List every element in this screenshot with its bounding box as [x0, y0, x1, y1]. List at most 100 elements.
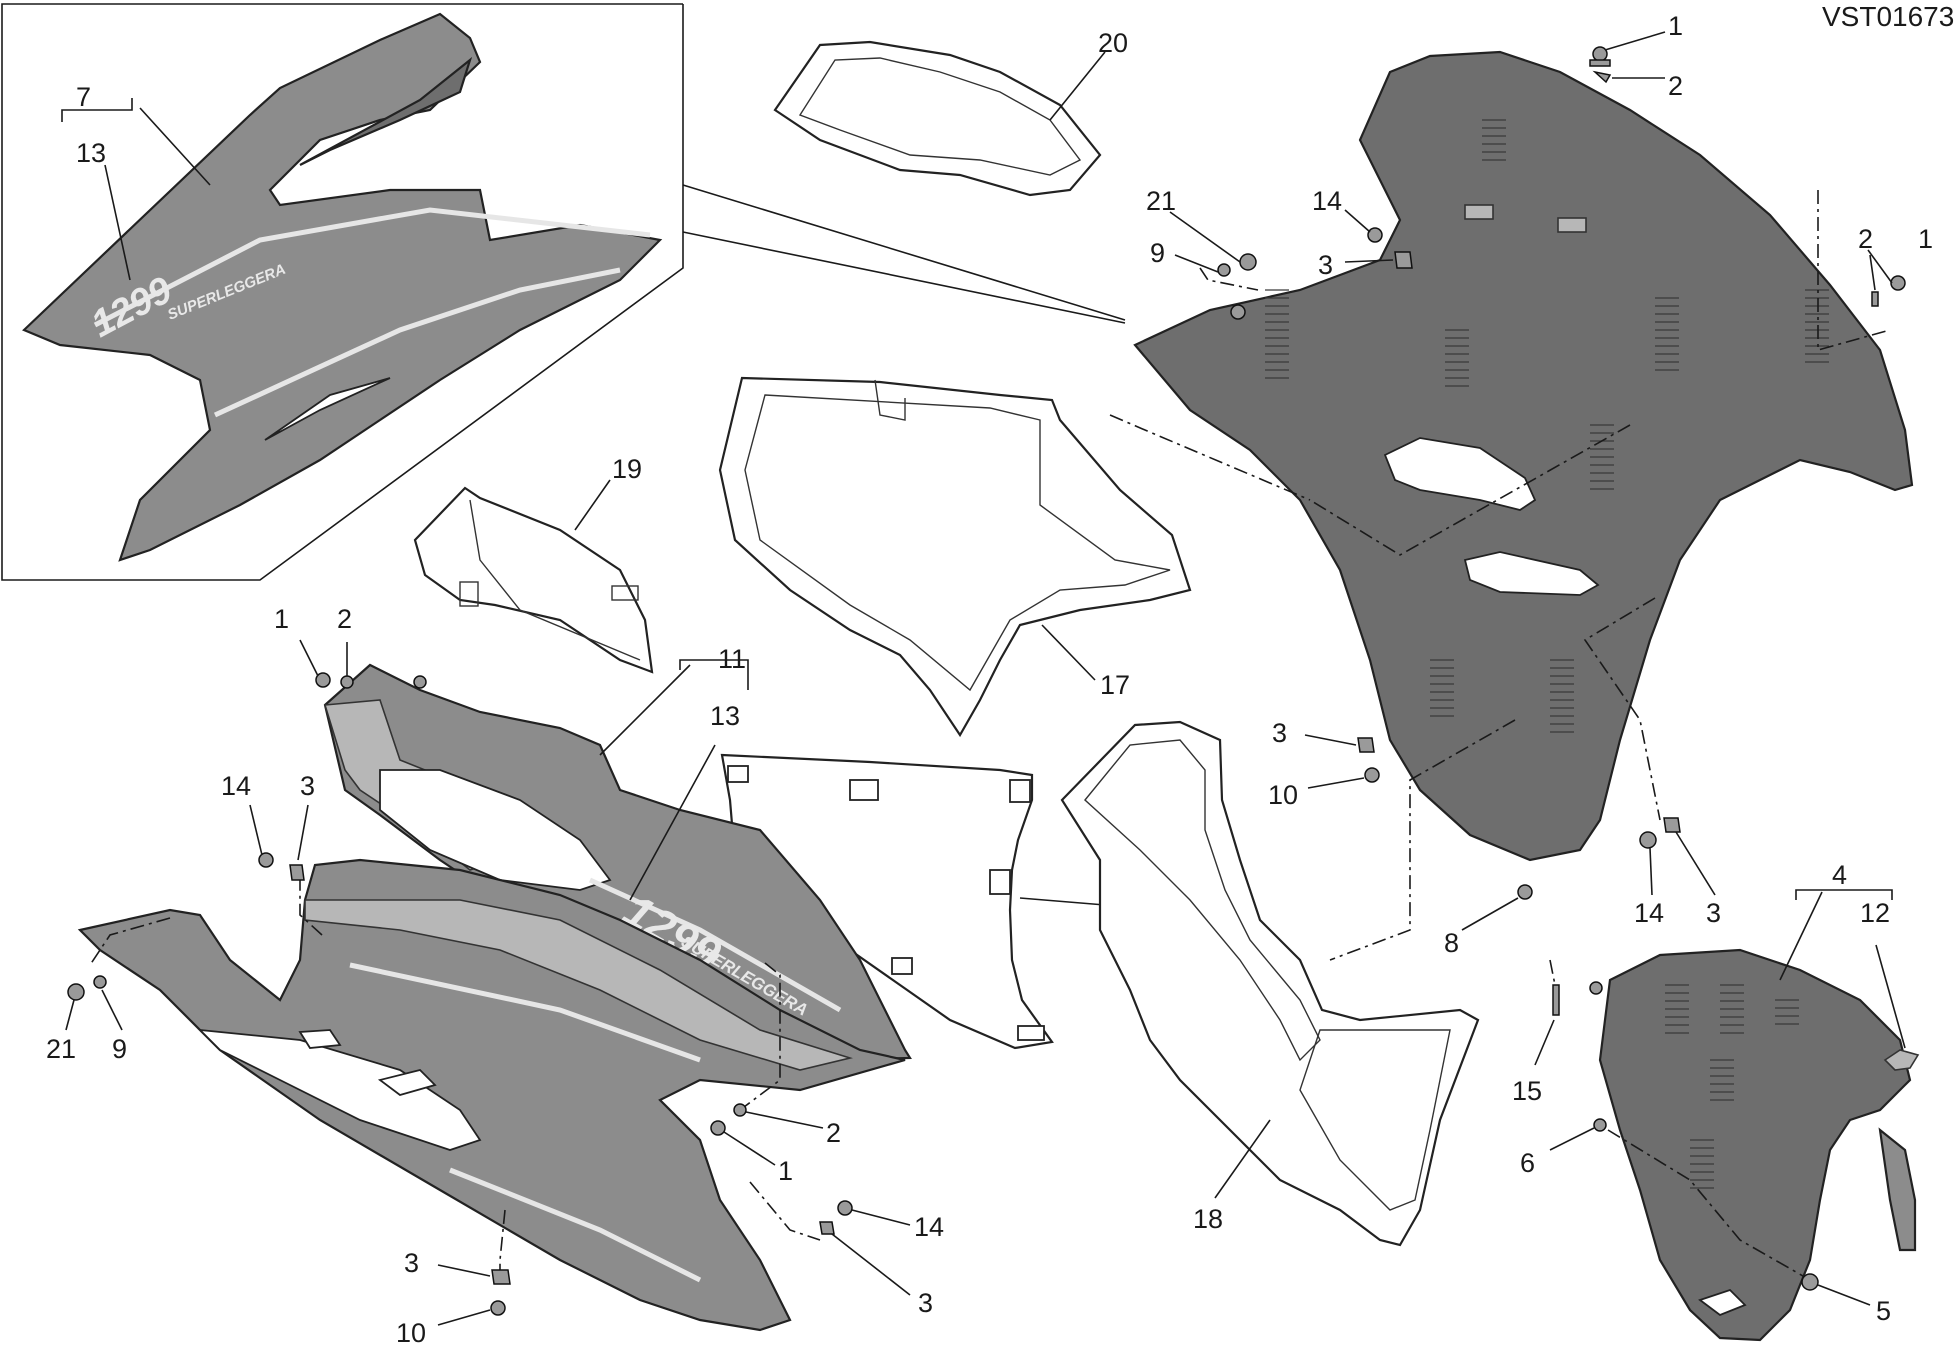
leader-3a: [1344, 259, 1394, 263]
p16-slot: [989, 869, 1011, 895]
callout-13b: 13: [710, 701, 740, 731]
callout-7: 7: [76, 82, 91, 112]
leader-20: [1049, 51, 1106, 121]
callout-3a: 3: [1318, 250, 1333, 280]
texture-mark: [1710, 1059, 1734, 1101]
leader-21a: [1169, 211, 1241, 263]
dash-9: [1199, 267, 1259, 291]
callout-17: 17: [1100, 670, 1130, 700]
leader-3c: [831, 1233, 911, 1296]
callout-1c: 1: [274, 604, 289, 634]
p16-slot: [849, 779, 879, 801]
callout-3d: 3: [404, 1248, 419, 1278]
dash-right-lower: [1583, 597, 1661, 821]
screw-14: [1639, 831, 1657, 849]
bracket-4: [1795, 889, 1893, 900]
leader-7: [139, 107, 211, 186]
bracket-7: [61, 98, 133, 122]
callout-18: 18: [1193, 1204, 1223, 1234]
clip-3: [1357, 737, 1375, 753]
part-16: 16: [720, 753, 1137, 1050]
callout-3f: 3: [1706, 898, 1721, 928]
part-19-body: [413, 486, 654, 674]
callout-15: 15: [1512, 1076, 1542, 1106]
screw-14: [837, 1200, 853, 1216]
leader-19: [574, 479, 611, 531]
callout-5: 5: [1876, 1296, 1891, 1326]
dash-2d: [739, 962, 781, 1111]
clip-3: [1663, 817, 1681, 833]
grommet: [1230, 304, 1246, 320]
p16-slot: [727, 765, 749, 783]
leader-1d: [723, 1131, 776, 1166]
leader-1a: [1604, 31, 1666, 51]
reflector-12: [1883, 1049, 1920, 1071]
leader-12: [1875, 944, 1906, 1049]
leader-1c: [299, 639, 319, 677]
callout-2b: 2: [1858, 224, 1873, 254]
screw-1-thread: [1589, 59, 1611, 67]
leader-13a: [104, 164, 131, 281]
callout-3c: 3: [918, 1288, 933, 1318]
leader-14d: [1649, 847, 1653, 896]
washer-9: [93, 975, 107, 989]
leader-3f: [1675, 831, 1716, 896]
part-17-body: [718, 376, 1192, 738]
callout-2c: 2: [337, 604, 352, 634]
leader-8: [1461, 897, 1519, 931]
callout-labels: 1 2 2 1 21 9 14 3 1 2 11 13 14 3 21 9 2 …: [46, 11, 1933, 1348]
screw-1: [710, 1120, 726, 1136]
leader-21b: [65, 999, 75, 1031]
screw-1: [1890, 275, 1906, 291]
callout-19: 19: [612, 454, 642, 484]
dash-3b: [299, 880, 323, 936]
leader-15: [1534, 1019, 1555, 1066]
callout-1b: 1: [1918, 224, 1933, 254]
texture-mark: [1445, 329, 1469, 387]
inset-pointer-line-upper: [682, 184, 1126, 321]
callout-14a: 14: [1312, 186, 1342, 216]
clip-3: [1394, 251, 1413, 269]
inset-fairing-upper: [22, 12, 663, 562]
part-18: 18: [1060, 720, 1480, 1247]
part-18-body: [1060, 720, 1480, 1247]
dash-14c: [749, 1181, 821, 1241]
right-main-fairing: [1109, 50, 1914, 961]
callout-8: 8: [1444, 928, 1459, 958]
left-fairing-lower-oval: [377, 1069, 437, 1096]
clip-3: [289, 864, 305, 881]
left-fairing-lower-body: [77, 858, 906, 1332]
left-fairing-lower-slot: [298, 1029, 342, 1049]
callout-10b: 10: [1268, 780, 1298, 810]
dash-3c: [499, 1209, 506, 1270]
texture-mark: [1690, 1139, 1714, 1189]
callout-10a: 10: [396, 1318, 426, 1348]
clip-3: [819, 1221, 835, 1235]
p16-slot: [891, 957, 913, 975]
leader-3e: [1304, 734, 1357, 746]
texture-mark: [1482, 119, 1506, 161]
leader-10b: [1307, 777, 1365, 789]
screw-5: [1801, 1273, 1819, 1291]
callout-1a: 1: [1668, 11, 1683, 41]
screw-1: [315, 672, 331, 688]
figure-code: VST01673: [1822, 1, 1954, 32]
leader-14c: [851, 1209, 911, 1226]
leader-2b: [1869, 254, 1876, 291]
dash-center: [1309, 424, 1631, 556]
leader-11: [599, 664, 691, 756]
leader-18: [1214, 1119, 1271, 1199]
screw-14: [258, 852, 274, 868]
p16-slot: [1017, 1025, 1045, 1041]
grommet: [413, 675, 427, 689]
dash-9b: [89, 917, 171, 966]
hardware: [65, 31, 1906, 1326]
leader-4: [1779, 891, 1823, 981]
left-fairing-lower: [77, 858, 906, 1332]
left-fairing-lower-highlight: [304, 899, 854, 1071]
part-17: 17: [718, 376, 1192, 738]
callout-14b: 14: [221, 771, 251, 801]
front-mudguard: [1549, 889, 1920, 1342]
callout-4: 4: [1832, 860, 1847, 890]
